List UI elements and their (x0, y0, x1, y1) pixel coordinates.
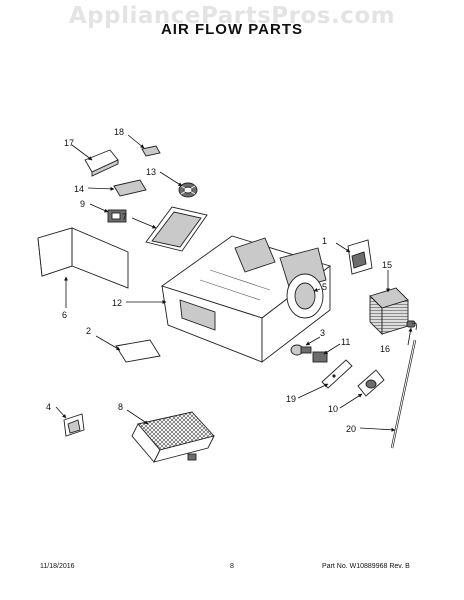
part-15-blower-motor[interactable] (369, 287, 409, 336)
callout-4: 4 (46, 402, 51, 412)
part-1-vent-bracket[interactable] (347, 239, 373, 275)
part-8-grille-filter[interactable] (131, 411, 215, 463)
callout-1: 1 (322, 236, 327, 246)
callout-2: 2 (86, 326, 91, 336)
callout-14: 14 (74, 184, 84, 194)
callout-8: 8 (118, 402, 123, 412)
callout-18: 18 (114, 127, 124, 137)
part-18-filter-pad[interactable] (141, 145, 161, 157)
callout-20: 20 (346, 424, 356, 434)
part-3-light-socket[interactable] (290, 344, 312, 356)
callout-3: 3 (320, 328, 325, 338)
part-4-clip[interactable] (63, 413, 85, 437)
callout-11: 11 (341, 337, 350, 347)
callout-10: 10 (328, 404, 338, 414)
callout-9: 9 (80, 199, 85, 209)
part-13-fan-blade[interactable] (178, 182, 198, 198)
callout-15: 15 (382, 260, 392, 270)
callout-16: 16 (380, 344, 390, 354)
callout-19: 19 (286, 394, 296, 404)
watermark: AppliancePartsPros.com (68, 3, 396, 29)
callout-17: 17 (64, 138, 74, 148)
part-9-damper[interactable] (107, 209, 127, 223)
part-10-damper-motor[interactable] (357, 369, 385, 397)
part-11-switch[interactable] (312, 351, 328, 363)
callout-12: 12 (112, 298, 122, 308)
part-7-filter-frame[interactable] (145, 206, 208, 252)
callout-6: 6 (62, 310, 67, 320)
part-19-bracket-strip[interactable] (321, 359, 353, 389)
footer-date: 11/18/2016 (40, 563, 75, 570)
part-6-duct-panel[interactable] (37, 227, 129, 289)
part-17-grille-cover[interactable] (84, 149, 119, 177)
part-2-sheet-plate[interactable] (115, 339, 161, 363)
callout-5: 5 (322, 282, 327, 292)
part-12-blower-housing[interactable] (161, 235, 331, 363)
callout-13: 13 (146, 167, 156, 177)
page-title: AIR FLOW PARTS (160, 21, 304, 38)
part-14-bracket-plate[interactable] (113, 179, 147, 197)
part-16-wire-connector[interactable] (406, 320, 417, 331)
leader-lines (55, 134, 413, 432)
footer-page-number: 8 (230, 563, 234, 570)
part-20-rod[interactable] (390, 339, 417, 449)
footer-part-number: Part No. W10889968 Rev. B (322, 563, 410, 570)
callout-7: 7 (122, 212, 127, 222)
